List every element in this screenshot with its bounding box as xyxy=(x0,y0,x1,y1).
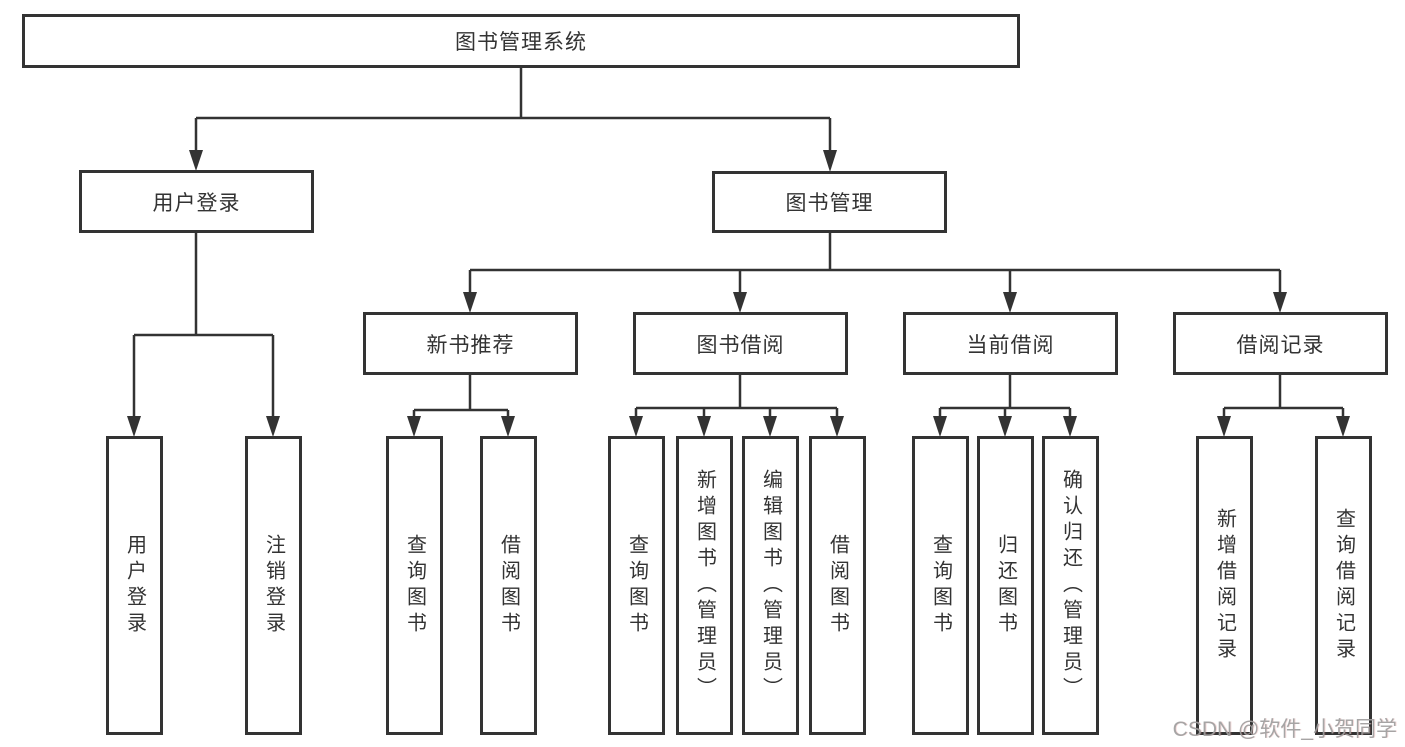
node-label: 新增图书（管理员） xyxy=(693,468,716,703)
node-label: 查询图书 xyxy=(403,533,426,638)
leaf-query-books-borrowing: 查询图书 xyxy=(608,436,665,735)
node-label: 用户登录 xyxy=(152,191,241,215)
arrowheads xyxy=(127,150,1350,437)
node-user-login: 用户登录 xyxy=(79,170,314,233)
leaf-query-books-recommend: 查询图书 xyxy=(386,436,443,735)
node-label: 确认归还（管理员） xyxy=(1059,468,1082,703)
node-label: 编辑图书（管理员） xyxy=(759,468,782,703)
node-current-borrowing: 当前借阅 xyxy=(903,312,1118,375)
node-label: 图书管理系统 xyxy=(455,31,587,54)
node-label: 查询图书 xyxy=(625,533,648,638)
node-root-library-system: 图书管理系统 xyxy=(22,14,1020,68)
leaf-query-books-current: 查询图书 xyxy=(912,436,969,735)
node-label: 当前借阅 xyxy=(966,333,1055,357)
leaf-add-books-admin: 新增图书（管理员） xyxy=(676,436,733,735)
node-label: 图书借阅 xyxy=(696,333,785,357)
node-label: 借阅图书 xyxy=(826,533,849,638)
leaf-logout: 注销登录 xyxy=(245,436,302,735)
node-label: 用户登录 xyxy=(123,533,146,638)
node-label: 新增借阅记录 xyxy=(1213,507,1236,664)
leaf-borrow-books-recommend: 借阅图书 xyxy=(480,436,537,735)
node-label: 借阅图书 xyxy=(497,533,520,638)
leaf-edit-books-admin: 编辑图书（管理员） xyxy=(742,436,799,735)
node-label: 注销登录 xyxy=(262,533,285,638)
node-label: 图书管理 xyxy=(785,192,874,215)
node-label: 新书推荐 xyxy=(426,333,515,357)
node-label: 借阅记录 xyxy=(1236,333,1325,357)
node-label: 查询图书 xyxy=(929,533,952,638)
node-new-book-recommend: 新书推荐 xyxy=(363,312,578,375)
leaf-add-borrowing-record: 新增借阅记录 xyxy=(1196,436,1253,735)
node-label: 归还图书 xyxy=(994,533,1017,638)
node-label: 查询借阅记录 xyxy=(1332,507,1355,664)
leaf-confirm-return-admin: 确认归还（管理员） xyxy=(1042,436,1099,735)
leaf-return-books: 归还图书 xyxy=(977,436,1034,735)
node-borrowing-records: 借阅记录 xyxy=(1173,312,1388,375)
leaf-borrow-books: 借阅图书 xyxy=(809,436,866,735)
csdn-watermark: CSDN @软件_小贺同学 xyxy=(1172,718,1397,741)
node-book-borrowing: 图书借阅 xyxy=(633,312,848,375)
node-book-management: 图书管理 xyxy=(712,171,947,233)
leaf-user-login: 用户登录 xyxy=(106,436,163,735)
leaf-query-borrowing-record: 查询借阅记录 xyxy=(1315,436,1372,735)
